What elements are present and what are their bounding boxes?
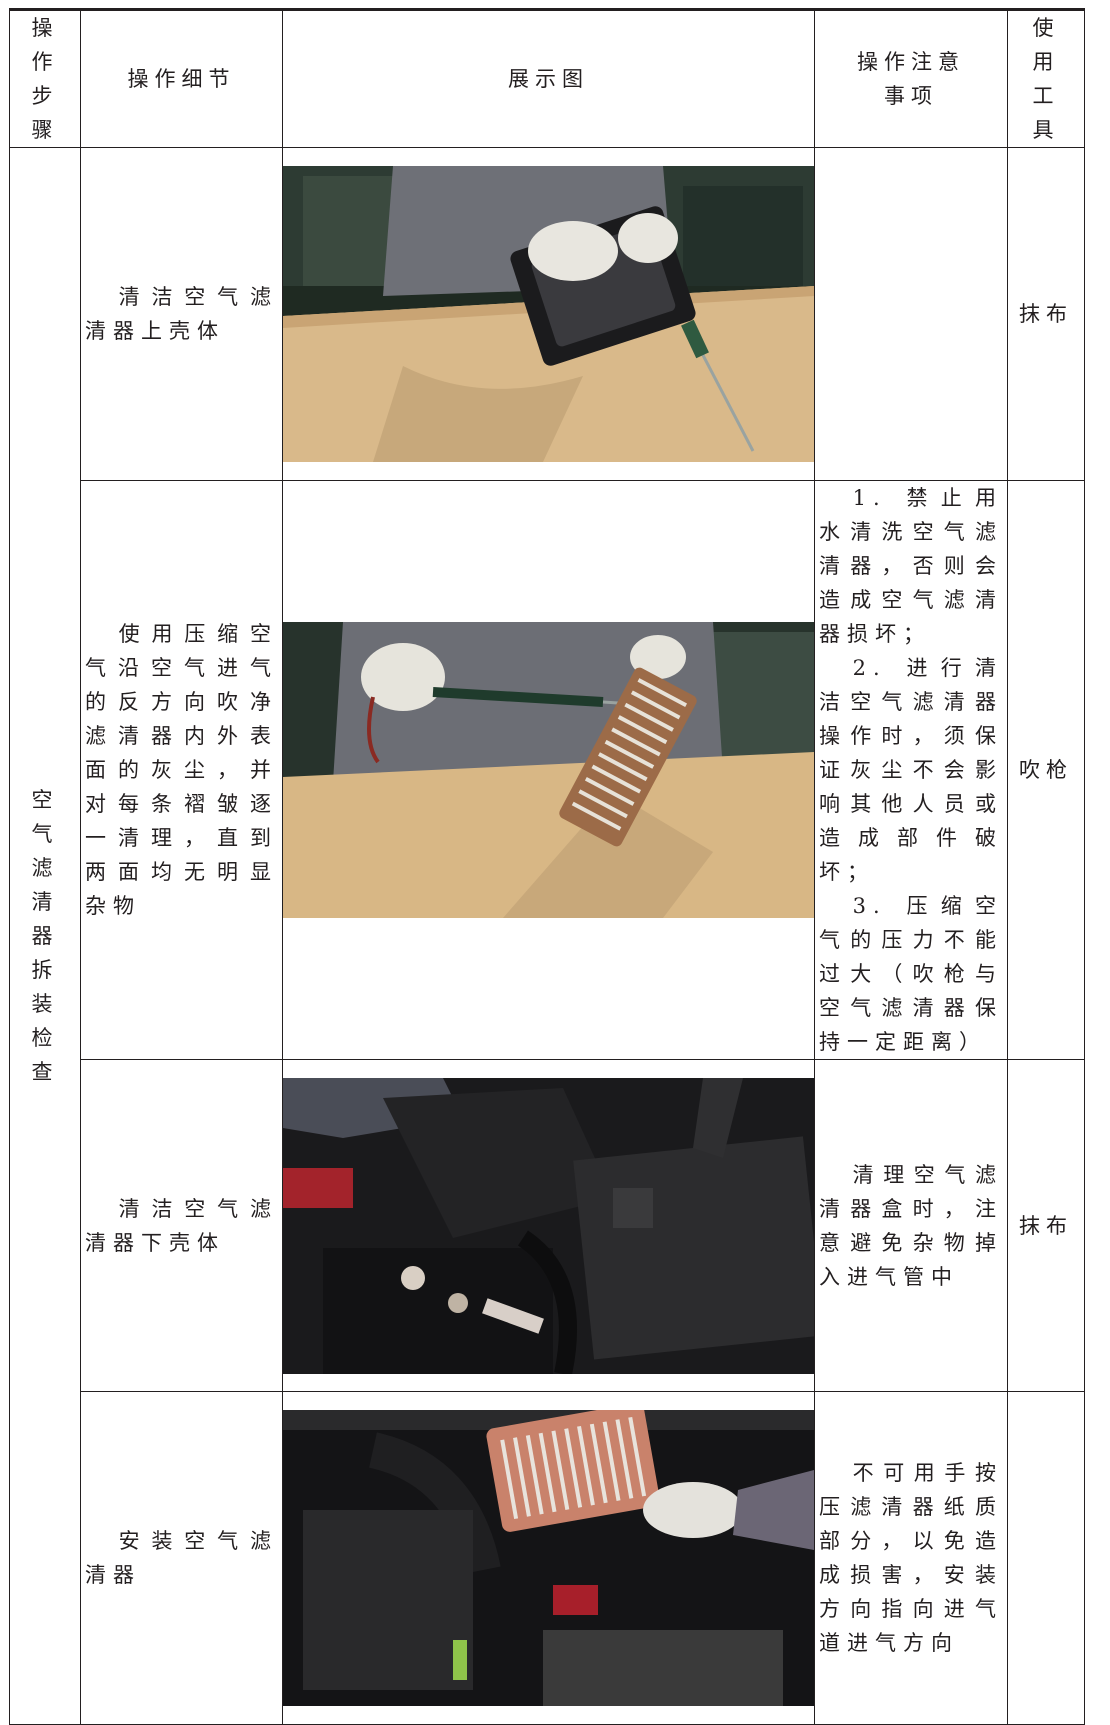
detail-text: 安装空气滤清器	[85, 1529, 278, 1587]
photo-blow-filter	[283, 622, 814, 918]
image-cell	[282, 480, 815, 1060]
image-cell	[282, 1059, 815, 1392]
note-text: 3. 压缩空气的压力不能过大（吹枪与空气滤清器保持一定距离）	[819, 894, 1003, 1054]
procedure-table: 操作步骤 操作细节 展示图 操作注意事项 使用工具 空气滤清器拆装检查 清洁空气…	[9, 8, 1085, 1725]
notes-cell	[814, 147, 1008, 481]
table-row: 安装空气滤清器	[10, 1391, 1085, 1725]
detail-text: 清洁空气滤清器上壳体	[85, 285, 278, 343]
image-cell	[282, 147, 815, 481]
image-cell	[282, 1391, 815, 1725]
photo-install-filter	[283, 1410, 814, 1706]
photo-clean-upper-housing	[283, 166, 814, 462]
step-name: 空气滤清器拆装检查	[31, 788, 59, 1084]
note-text: 清理空气滤清器盒时，注意避免杂物掉入进气管中	[819, 1162, 1003, 1289]
header-notes: 操作注意事项	[814, 9, 1008, 148]
notes-cell: 不可用手按压滤清器纸质部分，以免造成损害，安装方向指向进气道进气方向	[814, 1391, 1008, 1725]
tool-text: 抹布	[1019, 302, 1073, 326]
detail-cell: 安装空气滤清器	[80, 1391, 283, 1725]
notes-cell: 清理空气滤清器盒时，注意避免杂物掉入进气管中	[814, 1059, 1008, 1392]
tool-cell: 抹布	[1007, 147, 1085, 481]
photo-clean-lower-housing	[283, 1077, 814, 1374]
table-row: 清洁空气滤清器下壳体 清理空气滤清器盒时，注意避免杂物掉入进气管中 抹布	[10, 1059, 1085, 1392]
tool-cell: 抹布	[1007, 1059, 1085, 1392]
notes-cell: 1. 禁止用水清洗空气滤清器，否则会造成空气滤清器损坏； 2. 进行清洁空气滤清…	[814, 480, 1008, 1060]
header-image: 展示图	[282, 9, 815, 148]
step-cell: 空气滤清器拆装检查	[9, 147, 81, 1725]
header-step: 操作步骤	[9, 9, 81, 148]
detail-cell: 使用压缩空气沿空气进气的反方向吹净滤清器内外表面的灰尘，并对每条褶皱逐一清理，直…	[80, 480, 283, 1060]
header-detail: 操作细节	[80, 9, 283, 148]
note-text: 1. 禁止用水清洗空气滤清器，否则会造成空气滤清器损坏；	[819, 486, 1003, 646]
table-row: 空气滤清器拆装检查 清洁空气滤清器上壳体	[9, 147, 1085, 1725]
tool-cell	[1007, 1391, 1085, 1725]
detail-cell: 清洁空气滤清器下壳体	[80, 1059, 283, 1392]
header-row: 操作步骤 操作细节 展示图 操作注意事项 使用工具	[9, 9, 1085, 148]
table-row: 使用压缩空气沿空气进气的反方向吹净滤清器内外表面的灰尘，并对每条褶皱逐一清理，直…	[10, 480, 1085, 1060]
note-text: 不可用手按压滤清器纸质部分，以免造成损害，安装方向指向进气道进气方向	[819, 1461, 1003, 1655]
detail-cell: 清洁空气滤清器上壳体	[80, 147, 283, 481]
tool-text: 抹布	[1019, 1213, 1073, 1238]
note-text: 2. 进行清洁空气滤清器操作时，须保证灰尘不会影响其他人员或造成部件破坏；	[819, 656, 1003, 884]
detail-text: 清洁空气滤清器下壳体	[85, 1196, 278, 1255]
tool-text: 吹枪	[1019, 758, 1073, 782]
tool-cell: 吹枪	[1007, 480, 1085, 1060]
header-tools: 使用工具	[1007, 9, 1085, 148]
detail-text: 使用压缩空气沿空气进气的反方向吹净滤清器内外表面的灰尘，并对每条褶皱逐一清理，直…	[85, 622, 278, 918]
